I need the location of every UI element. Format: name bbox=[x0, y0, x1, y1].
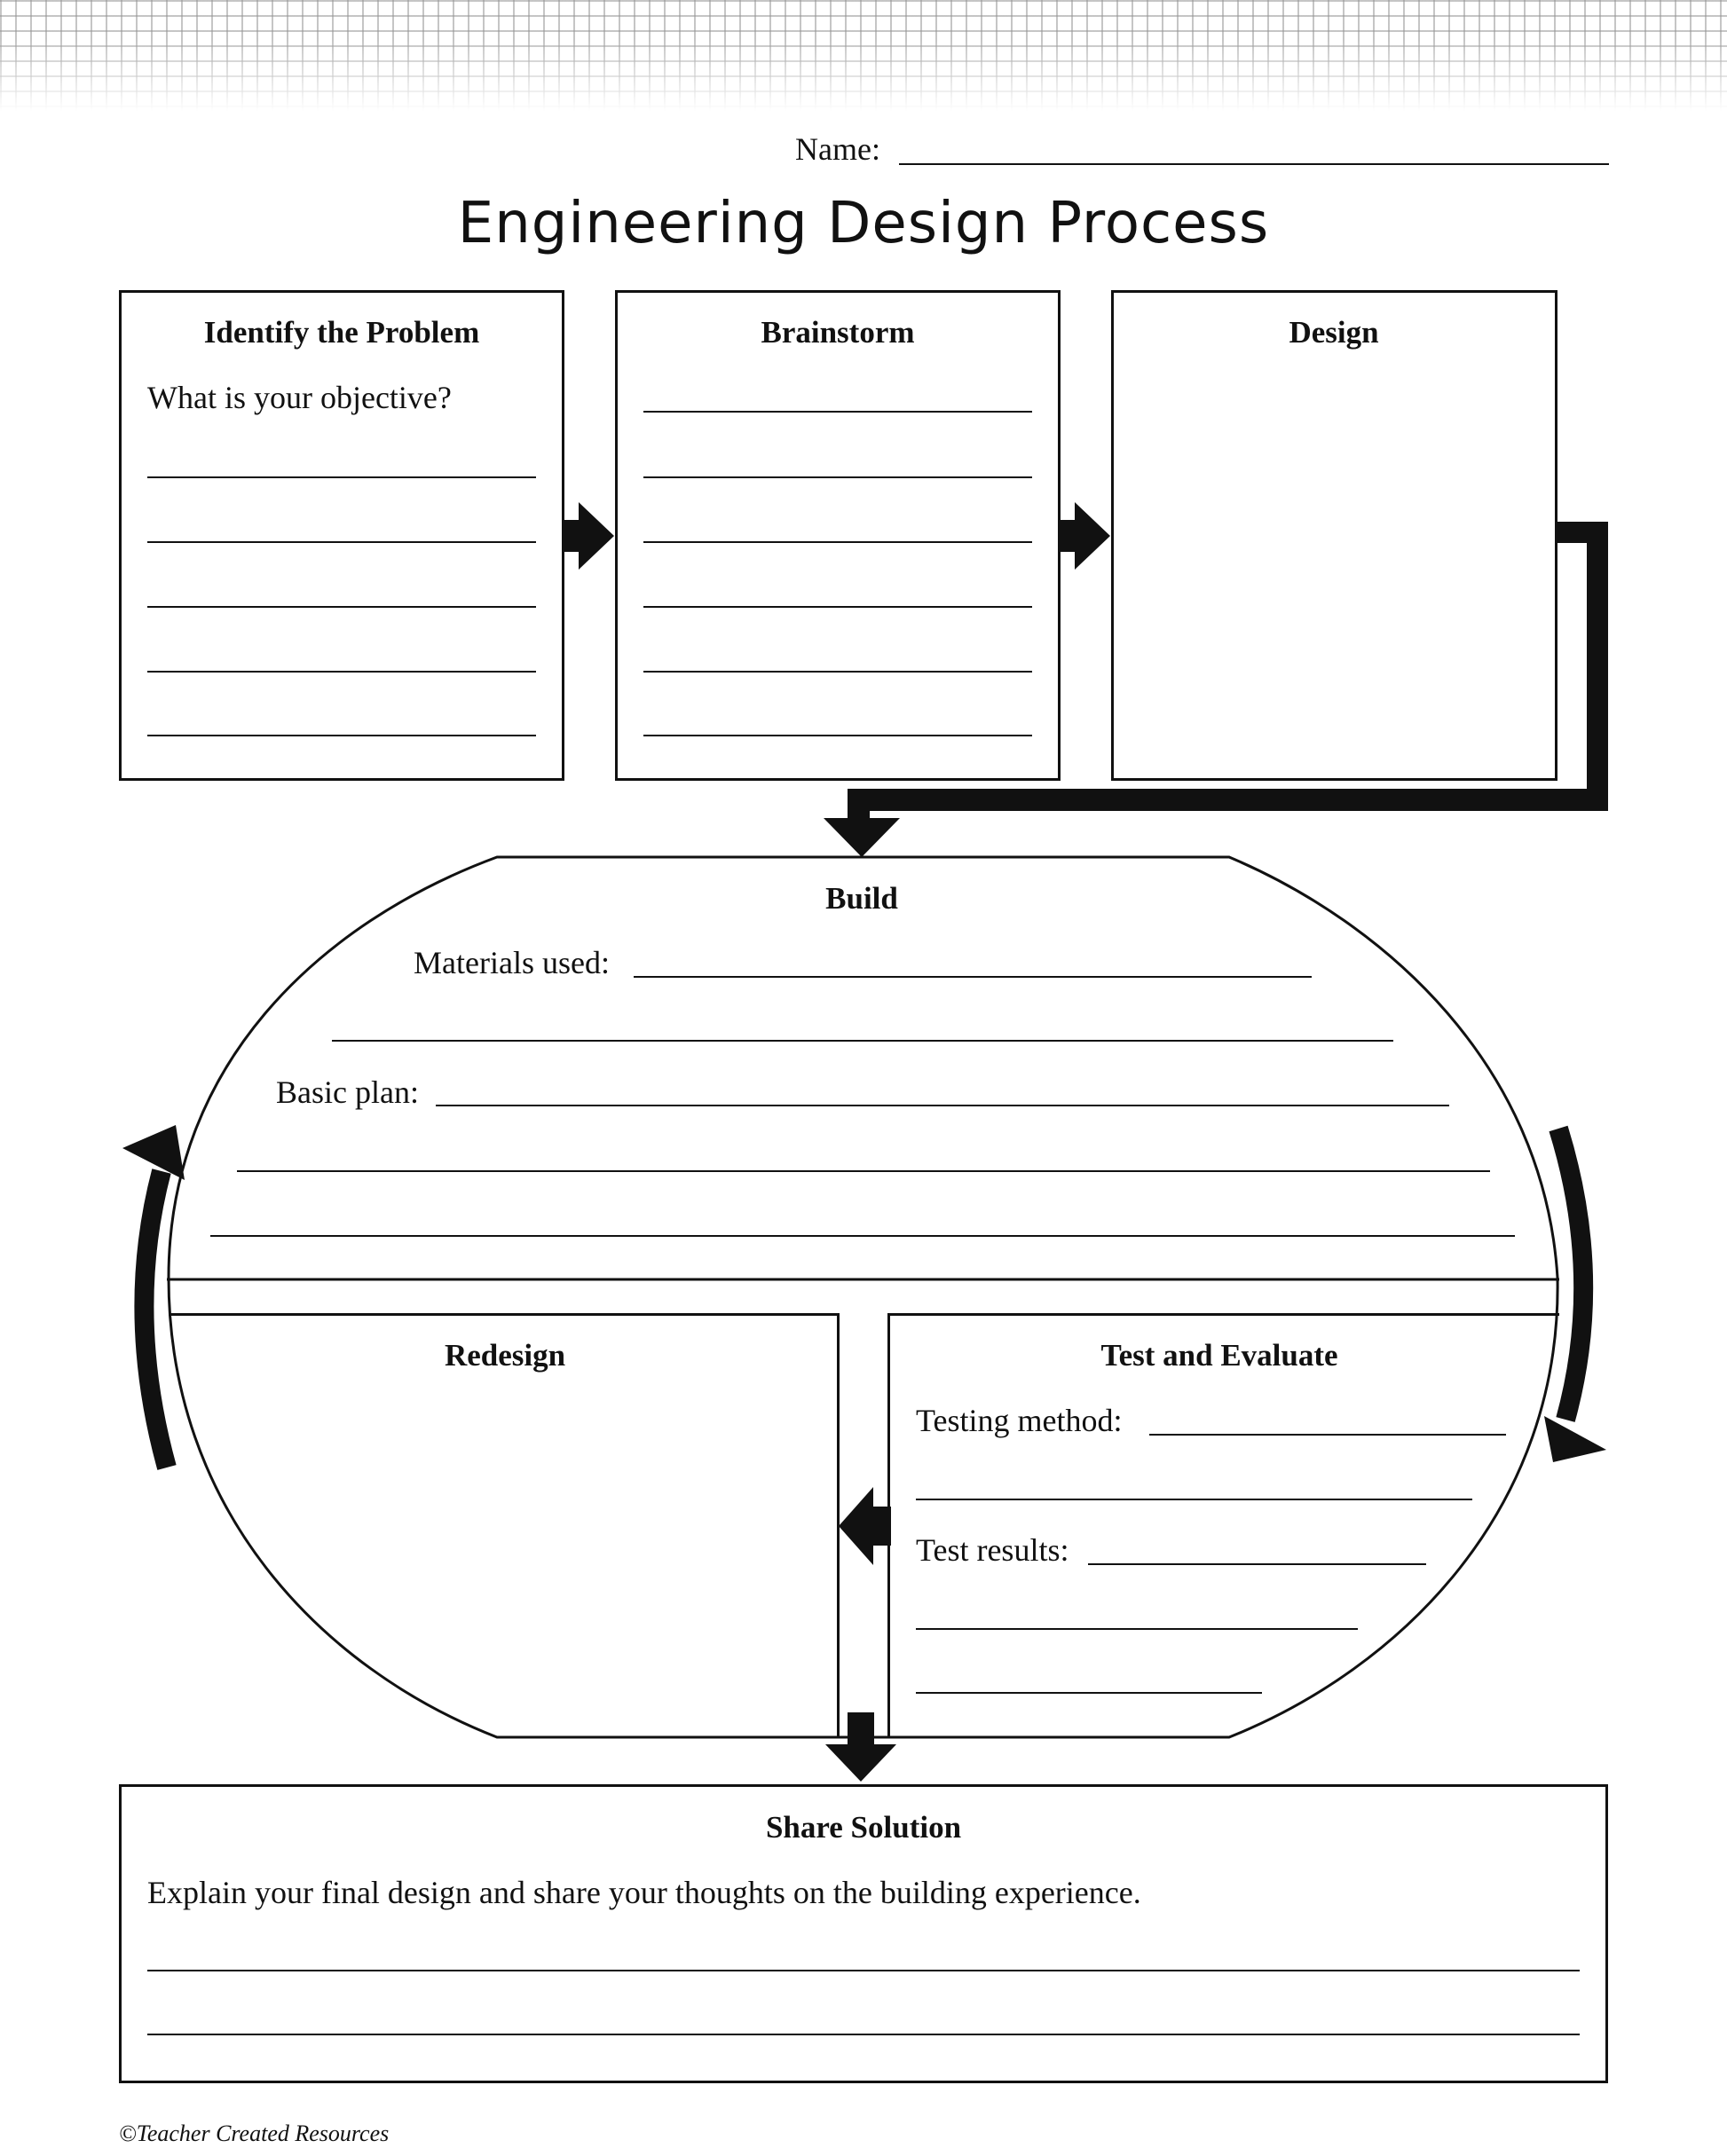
test-evaluate-box bbox=[887, 1313, 1559, 1738]
redesign-heading: Redesign bbox=[444, 1338, 566, 1373]
answer-line[interactable] bbox=[147, 476, 536, 478]
brainstorm-heading: Brainstorm bbox=[761, 315, 915, 350]
page-title: Engineering Design Process bbox=[457, 191, 1270, 256]
test-results-input-line[interactable] bbox=[916, 1628, 1358, 1630]
copyright-credit: ©Teacher Created Resources bbox=[119, 2121, 390, 2146]
answer-line[interactable] bbox=[147, 735, 536, 736]
materials-label: Materials used: bbox=[414, 945, 610, 980]
build-heading: Build bbox=[825, 881, 898, 916]
answer-line[interactable] bbox=[643, 411, 1032, 413]
answer-line[interactable] bbox=[643, 606, 1032, 608]
answer-line[interactable] bbox=[643, 476, 1032, 478]
testing-method-label: Testing method: bbox=[916, 1403, 1123, 1438]
brainstorm-box bbox=[615, 290, 1061, 781]
curved-arrow-up-icon bbox=[122, 1125, 185, 1180]
test-results-label: Test results: bbox=[916, 1532, 1069, 1568]
answer-line[interactable] bbox=[643, 735, 1032, 736]
answer-line[interactable] bbox=[147, 606, 536, 608]
test-results-input-line[interactable] bbox=[916, 1692, 1262, 1694]
arrow-right-icon bbox=[1059, 502, 1110, 570]
identify-problem-box bbox=[119, 290, 564, 781]
answer-line[interactable] bbox=[147, 671, 536, 673]
answer-line[interactable] bbox=[643, 671, 1032, 673]
test-results-input-line[interactable] bbox=[1088, 1563, 1426, 1565]
design-box bbox=[1111, 290, 1557, 781]
basic-plan-input-line[interactable] bbox=[210, 1235, 1515, 1237]
test-evaluate-heading: Test and Evaluate bbox=[1100, 1338, 1338, 1373]
share-solution-prompt: Explain your final design and share your… bbox=[147, 1875, 1141, 1910]
basic-plan-input-line[interactable] bbox=[237, 1170, 1490, 1172]
basic-plan-label: Basic plan: bbox=[276, 1074, 419, 1110]
share-solution-box bbox=[119, 1784, 1608, 2083]
answer-line[interactable] bbox=[147, 541, 536, 543]
design-heading: Design bbox=[1289, 315, 1379, 350]
arrow-left-icon bbox=[839, 1487, 891, 1565]
name-input-line[interactable] bbox=[899, 163, 1609, 165]
answer-line[interactable] bbox=[643, 541, 1032, 543]
basic-plan-input-line[interactable] bbox=[436, 1105, 1449, 1106]
curved-arrow-down-icon bbox=[1549, 1125, 1594, 1422]
answer-line[interactable] bbox=[147, 2034, 1580, 2035]
objective-prompt: What is your objective? bbox=[147, 380, 452, 415]
arrow-down-icon bbox=[824, 818, 900, 857]
materials-input-line[interactable] bbox=[634, 976, 1312, 978]
arrow-down-icon bbox=[825, 1712, 896, 1782]
arrow-right-icon bbox=[563, 502, 614, 570]
testing-method-input-line[interactable] bbox=[1149, 1434, 1506, 1436]
testing-method-input-line[interactable] bbox=[916, 1499, 1472, 1500]
design-to-build-connector bbox=[848, 522, 1608, 822]
curved-arrow-up-icon bbox=[134, 1168, 177, 1470]
redesign-box bbox=[169, 1313, 840, 1738]
identify-problem-heading: Identify the Problem bbox=[203, 315, 480, 350]
answer-line[interactable] bbox=[147, 1970, 1580, 1971]
materials-input-line[interactable] bbox=[332, 1040, 1393, 1042]
share-solution-heading: Share Solution bbox=[765, 1810, 962, 1845]
graph-paper-header bbox=[0, 0, 1727, 111]
curved-arrow-down-icon bbox=[1544, 1416, 1606, 1462]
name-label: Name: bbox=[795, 131, 880, 167]
